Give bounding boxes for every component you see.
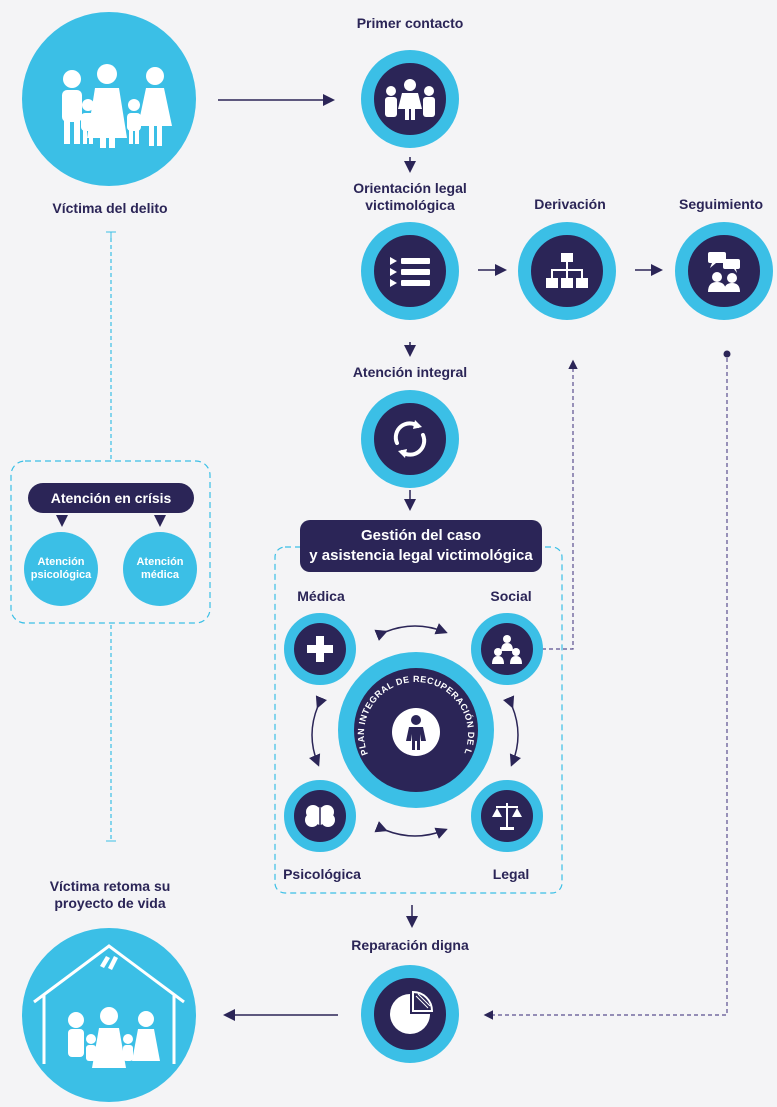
retoma-label: Víctima retoma su proyecto de vida <box>20 878 200 912</box>
retoma-label-line1: Víctima retoma su <box>49 878 171 894</box>
victima-circle <box>22 12 196 186</box>
house-family-icon <box>33 944 185 1068</box>
crisis-medica-line2: médica <box>141 569 179 581</box>
medica-label: Médica <box>297 588 345 604</box>
derivacion-label: Derivación <box>534 196 606 212</box>
atencion-integral-node <box>361 390 459 488</box>
conversation-icon <box>708 252 740 292</box>
gestion-title-line1: Gestión del caso <box>360 527 482 544</box>
hierarchy-icon <box>546 253 588 288</box>
crisis-medica: Atención médica <box>123 532 197 606</box>
medica-node <box>284 613 356 685</box>
crisis-box <box>10 460 211 624</box>
gestion-title-line2: y asistencia legal victimológica <box>309 547 533 564</box>
atencion-integral-label: Atención integral <box>352 364 468 380</box>
person-icon <box>406 715 426 750</box>
crisis-psicologica: Atención psicológica <box>24 532 98 606</box>
orientacion-label-line2: victimológica <box>365 197 455 213</box>
orientacion-label-line1: Orientación legal <box>353 180 467 196</box>
crisis-psicologica-line2: psicológica <box>30 569 92 581</box>
primer-contacto-label: Primer contacto <box>356 15 464 31</box>
list-icon <box>390 257 430 287</box>
reparacion-label: Reparación digna <box>351 937 469 953</box>
group-people-icon <box>385 79 435 120</box>
retoma-label-line2: proyecto de vida <box>54 895 166 911</box>
retoma-circle <box>22 928 196 1102</box>
social-label: Social <box>490 588 532 604</box>
family-icon <box>62 64 172 148</box>
gestion-title: Gestión del caso y asistencia legal vict… <box>300 520 542 572</box>
orientacion-label: Orientación legal victimológica <box>330 180 490 214</box>
primer-contacto-node <box>361 50 459 148</box>
seguimiento-node <box>675 222 773 320</box>
dashed-social-to-derivacion <box>542 359 578 650</box>
social-node <box>471 613 543 685</box>
medical-cross-icon <box>307 636 333 662</box>
refresh-icon <box>393 420 427 458</box>
derivacion-node <box>518 222 616 320</box>
victima-label: Víctima del delito <box>52 200 168 216</box>
crisis-title: Atención en crísis <box>28 483 194 513</box>
plan-integral-node: PLAN INTEGRAL DE RECUPERACIÓN DE LA VÍCT… <box>338 652 494 808</box>
reparacion-node <box>361 965 459 1063</box>
crisis-psicologica-line1: Atención <box>37 556 85 568</box>
plan-integral-graphic: PLAN INTEGRAL DE RECUPERACIÓN DE LA VÍCT… <box>354 668 476 757</box>
scales-icon <box>492 803 522 830</box>
social-people-icon <box>492 635 522 664</box>
seguimiento-label: Seguimiento <box>678 196 763 212</box>
crisis-medica-line1: Atención <box>136 556 184 568</box>
orientacion-node <box>361 222 459 320</box>
legal-node <box>471 780 543 852</box>
psicologica-node <box>284 780 356 852</box>
cycle-arrows <box>309 623 521 839</box>
brain-icon <box>305 805 335 827</box>
dashed-seguimiento-to-reparacion <box>483 358 728 1020</box>
legal-label: Legal <box>492 866 530 882</box>
psicologica-label: Psicológica <box>283 866 361 882</box>
pie-chart-icon <box>390 990 434 1034</box>
